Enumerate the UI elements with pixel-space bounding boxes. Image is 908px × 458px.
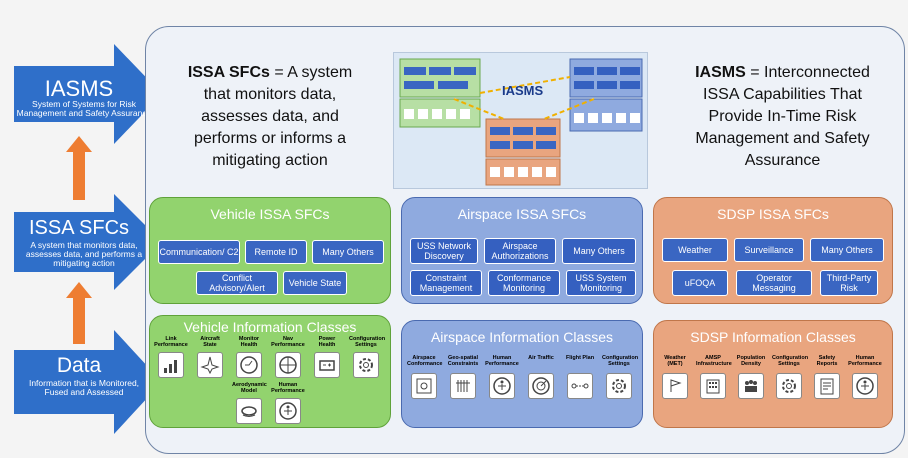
panel-title: Airspace ISSA SFCs	[457, 206, 587, 222]
arrow-shape	[14, 330, 162, 434]
airspace-conformance-icon	[411, 373, 437, 399]
aerodynamic-model-icon	[236, 398, 262, 424]
many-others-button[interactable]: Many Others	[810, 238, 884, 262]
iasms-diagram-graphic	[399, 58, 643, 186]
human-performance-icon	[489, 373, 515, 399]
issa-definition: ISSA SFCs = A system that monitors data,…	[180, 62, 360, 172]
airspace-issa-sfcs-panel: Airspace ISSA SFCs USS Network Discovery…	[401, 197, 643, 304]
configuration-settings-icon	[606, 373, 632, 399]
uss-network-discovery-button[interactable]: USS Network Discovery	[410, 238, 478, 264]
vehicle-information-classes-panel: Vehicle Information Classes Link Perform…	[149, 315, 391, 428]
arrow-title: IASMS	[44, 76, 114, 101]
remote-id-button[interactable]: Remote ID	[245, 240, 307, 264]
safety-reports-icon	[814, 373, 840, 399]
class-label: Configuration Settings	[602, 355, 639, 367]
nav-performance-icon	[275, 352, 301, 378]
panel-title: Vehicle Information Classes	[183, 319, 357, 335]
constraint-management-button[interactable]: Constraint Management	[410, 270, 482, 296]
class-label: Human Performance	[271, 382, 305, 394]
iasms-definition: IASMS = Interconnected ISSA Capabilities…	[680, 62, 885, 172]
class-label: Aerodynamic Model	[232, 382, 267, 394]
third-party-risk-button[interactable]: Third-Party Risk	[820, 270, 878, 296]
issa-definition-text: = A system that monitors data, assesses …	[193, 64, 353, 169]
panel-title: SDSP ISSA SFCs	[717, 206, 829, 222]
vehicle-issa-sfcs-panel: Vehicle ISSA SFCs Communication/ C2 Remo…	[149, 197, 391, 304]
airspace-authorizations-button[interactable]: Airspace Authorizations	[484, 238, 556, 264]
weather-button[interactable]: Weather	[662, 238, 728, 262]
arrow-subtitle: Information that is Monitored, Fused and…	[28, 378, 140, 397]
iasms-diagram-label: IASMS	[502, 83, 544, 98]
iasms-arrow: IASMS System of Systems for Risk Managem…	[14, 44, 164, 144]
population-density-icon	[738, 373, 764, 399]
communication-c2-button[interactable]: Communication/ C2	[158, 240, 240, 264]
class-label: Safety Reports	[816, 355, 838, 367]
amsp-infrastructure-icon	[700, 373, 726, 399]
panel-title: SDSP Information Classes	[690, 329, 856, 345]
class-label: Airspace Conformance	[407, 355, 443, 367]
arrow-title: ISSA SFCs	[28, 217, 130, 239]
panel-title: Vehicle ISSA SFCs	[210, 206, 330, 222]
issa-arrow: ISSA SFCs A system that monitors data, a…	[14, 194, 164, 290]
weather-met-icon	[662, 373, 688, 399]
connector-arrowhead	[66, 282, 92, 298]
iasms-diagram-image: IASMS	[393, 52, 648, 189]
class-label: Aircraft State	[200, 336, 220, 348]
connector-arrowhead	[66, 136, 92, 152]
data-arrow: Data Information that is Monitored, Fuse…	[14, 330, 164, 434]
class-label: Geo-spatial Constraints	[447, 355, 479, 367]
class-label: Monitor Health	[238, 336, 260, 348]
iasms-definition-text: = Interconnected ISSA Capabilities That …	[695, 64, 870, 169]
power-health-icon	[314, 352, 340, 378]
operator-messaging-button[interactable]: Operator Messaging	[736, 270, 812, 296]
class-label: Human Performance	[485, 355, 519, 367]
issa-term: ISSA SFCs	[187, 64, 270, 81]
configuration-settings-icon	[353, 352, 379, 378]
air-traffic-icon	[528, 373, 554, 399]
class-label: Population Density	[736, 355, 766, 367]
ufoqa-button[interactable]: uFOQA	[672, 270, 728, 296]
class-label: Configuration Settings	[772, 355, 809, 367]
human-performance-icon	[852, 373, 878, 399]
conformance-monitoring-button[interactable]: Conformance Monitoring	[488, 270, 560, 296]
class-label: Nav Performance	[271, 336, 305, 348]
connector-line	[73, 294, 85, 344]
class-label: Link Performance	[154, 336, 188, 348]
uss-system-monitoring-button[interactable]: USS System Monitoring	[566, 270, 636, 296]
class-label: Configuration Settings	[349, 336, 386, 348]
panel-title: Airspace Information Classes	[430, 329, 614, 345]
flight-plan-icon	[567, 373, 593, 399]
surveillance-button[interactable]: Surveillance	[734, 238, 804, 262]
vehicle-state-button[interactable]: Vehicle State	[283, 271, 347, 295]
class-label: Weather (MET)	[664, 355, 686, 367]
link-performance-icon	[158, 352, 184, 378]
human-performance-icon	[275, 398, 301, 424]
arrow-title: Data	[56, 354, 102, 377]
arrow-subtitle: System of Systems for Risk Management an…	[16, 99, 152, 118]
monitor-health-icon	[236, 352, 262, 378]
class-label: Air Traffic	[528, 355, 554, 361]
sdsp-information-classes-panel: SDSP Information Classes Weather (MET) A…	[653, 320, 893, 428]
arrow-shape	[14, 194, 162, 290]
arrow-subtitle: A system that monitors data, assesses da…	[25, 240, 143, 268]
many-others-button[interactable]: Many Others	[312, 240, 384, 264]
class-label: Flight Plan	[565, 355, 595, 361]
configuration-settings-icon	[776, 373, 802, 399]
class-label: Power Health	[318, 336, 336, 348]
many-others-button[interactable]: Many Others	[562, 238, 636, 264]
arrow-shape	[14, 44, 162, 144]
conflict-advisory-button[interactable]: Conflict Advisory/Alert	[196, 271, 278, 295]
connector-line	[73, 150, 85, 200]
class-label: AMSP Infrastructure	[696, 355, 732, 367]
geo-spatial-constraints-icon	[450, 373, 476, 399]
aircraft-state-icon	[197, 352, 223, 378]
class-label: Human Performance	[848, 355, 882, 367]
iasms-term: IASMS	[695, 64, 746, 81]
sdsp-issa-sfcs-panel: SDSP ISSA SFCs Weather Surveillance Many…	[653, 197, 893, 304]
airspace-information-classes-panel: Airspace Information Classes Airspace Co…	[401, 320, 643, 428]
